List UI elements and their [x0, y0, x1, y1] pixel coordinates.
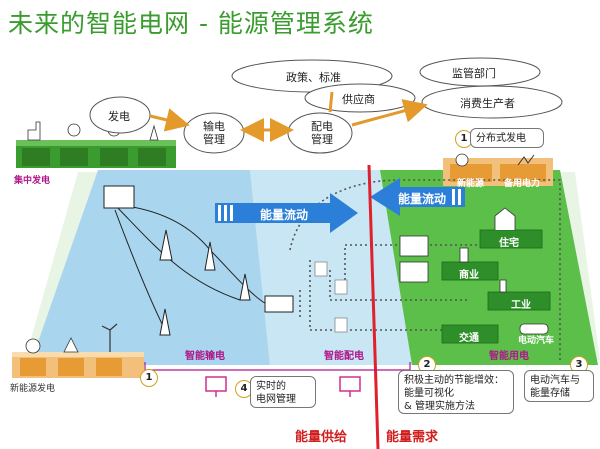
tower-icon: [149, 124, 159, 141]
monitor-icon: [399, 235, 429, 257]
cloud-supplier: 供应商: [342, 93, 375, 106]
substation-icon: [264, 295, 294, 313]
sun-icon: [455, 153, 469, 167]
commercial-block: [441, 261, 499, 281]
node-transmission-mgmt: 输电 管理: [203, 120, 225, 146]
car-icon: [519, 323, 549, 335]
monitor-icon: [339, 376, 361, 392]
label-smart-distribution: 智能配电: [324, 351, 364, 362]
battery-icon: [517, 154, 535, 166]
energy-flow-right-arrow: [215, 193, 358, 233]
label-smart-consumption: 智能用电: [489, 351, 529, 362]
label-residential: 住宅: [499, 238, 519, 249]
cloud-regulator: 监管部门: [452, 67, 496, 80]
supply-demand-divider: [367, 164, 380, 449]
transformer-icon: [314, 261, 328, 277]
energy-flow-left-arrow: [370, 178, 465, 216]
monitor-icon: [205, 376, 227, 392]
transformer-icon: [334, 317, 348, 333]
burst-icon: [63, 337, 79, 353]
building-icon: [459, 247, 469, 263]
callout-1-box: 分布式发电: [470, 128, 544, 148]
callout-4-box: 实时的 电网管理: [250, 376, 316, 408]
label-demand: 能量需求: [386, 430, 439, 445]
callout-3-box: 电动汽车与 能量存储: [524, 370, 594, 402]
node-distribution-mgmt: 配电 管理: [311, 120, 333, 146]
transformer-icon: [334, 279, 348, 295]
label-renewable-gen: 新能源发电: [10, 384, 56, 394]
substation-icon: [103, 185, 135, 209]
industrial-block: [487, 291, 551, 311]
nuclear-icon: [67, 123, 81, 137]
house-icon: [494, 207, 516, 230]
callout-1b-number: 1: [140, 369, 158, 387]
stakeholder-clouds: [231, 57, 563, 119]
energy-flow-left-label: 能量流动: [260, 208, 309, 222]
transmission-zone: [30, 170, 270, 365]
pylon-icon: [159, 308, 171, 336]
transport-block: [441, 324, 499, 344]
callout-2-box: 积极主动的节能增效： 能量可视化 & 管理实施方法: [398, 370, 514, 414]
cloud-policy: 政策、标准: [286, 71, 341, 84]
label-commercial: 商业: [459, 270, 479, 281]
factory-icon: [499, 279, 507, 293]
label-transport: 交通: [459, 333, 479, 344]
zone-bracket: [144, 362, 411, 371]
page-title: 未来的智能电网 - 能源管理系统: [8, 9, 374, 38]
cloud-consumer: 消费生产者: [460, 97, 515, 110]
management-connectors: [149, 91, 428, 142]
sun-icon: [25, 338, 41, 354]
label-supply: 能量供给: [295, 430, 348, 445]
pylon-icon: [204, 241, 216, 271]
label-smart-transmission: 智能输电: [185, 351, 225, 362]
label-industrial: 工业: [511, 300, 531, 311]
power-plant-icon: [27, 121, 41, 141]
node-generation: 发电: [108, 110, 130, 123]
label-new-energy: 新能源: [457, 179, 485, 189]
label-central-gen: 集中发电: [14, 176, 51, 186]
energy-flow-right-label: 能量流动: [398, 192, 447, 206]
consumer-blocks: [441, 229, 551, 344]
pylon-icon: [239, 273, 251, 301]
monitor-icon: [399, 261, 429, 283]
label-ev: 电动汽车: [518, 336, 555, 346]
pylon-icon: [159, 229, 173, 261]
label-backup-power: 备用电力: [504, 179, 541, 189]
